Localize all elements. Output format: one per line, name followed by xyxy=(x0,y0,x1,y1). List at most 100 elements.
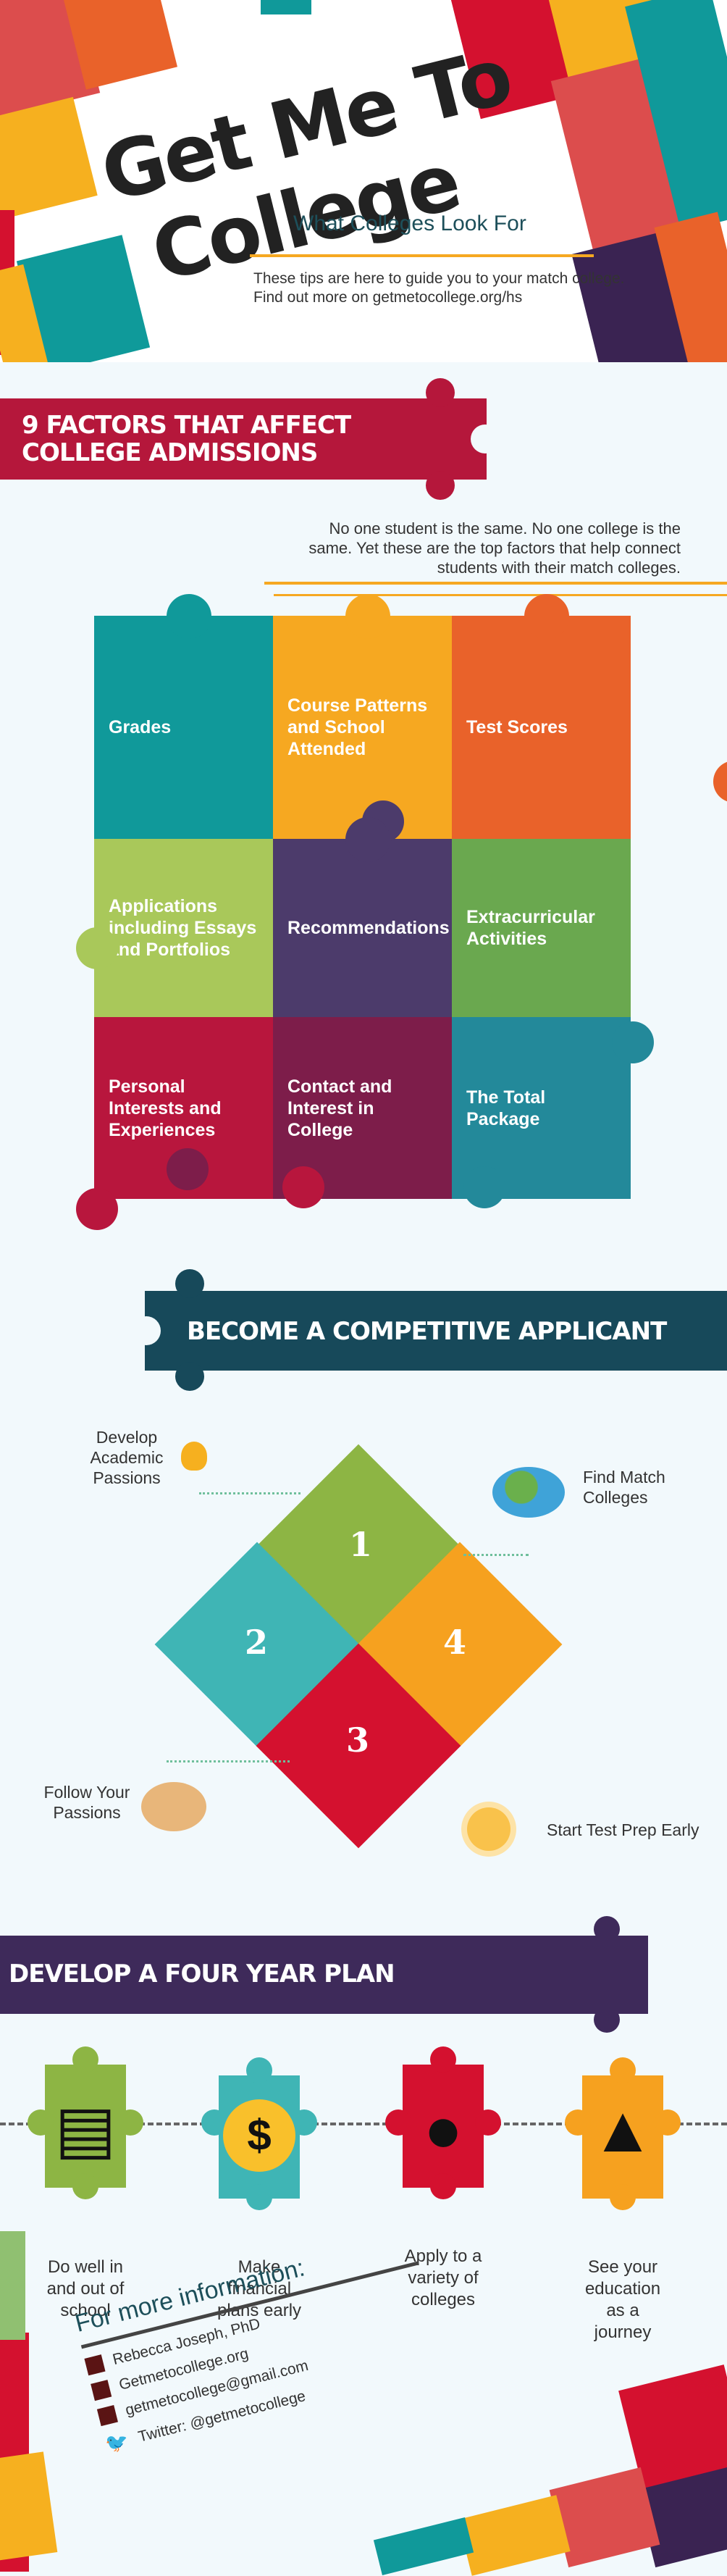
puzzle-knob xyxy=(426,471,455,500)
factor-label: Extracurricular Activities xyxy=(466,907,595,949)
factor-label: Test Scores xyxy=(466,717,568,737)
factor-label: Personal Interests and Experiences xyxy=(109,1076,222,1140)
factors-banner-line-1: 9 Factors That Affect xyxy=(22,411,351,440)
puzzle-bullet-icon xyxy=(84,2354,106,2376)
factor-4: Applications including Essays and Portfo… xyxy=(94,839,273,1017)
puzzle-knob xyxy=(655,2109,681,2136)
puzzle-knob xyxy=(385,2109,411,2136)
connector xyxy=(167,1760,290,1762)
puzzle-piece xyxy=(458,2495,571,2576)
puzzle-piece xyxy=(373,2517,474,2575)
puzzle-knob xyxy=(430,2046,456,2073)
plan-banner xyxy=(0,1936,648,2014)
puzzle-piece xyxy=(0,2451,58,2562)
puzzle-knob xyxy=(117,2109,143,2136)
divider xyxy=(264,582,727,585)
factor-6: Extracurricular Activities xyxy=(452,839,631,1017)
books-icon: ▤ xyxy=(54,2094,117,2166)
factor-label: Contact and Interest in College xyxy=(287,1076,392,1140)
factor-label: Applications including Essays and Portfo… xyxy=(109,896,257,960)
divider xyxy=(250,254,594,257)
puzzle-knob xyxy=(524,594,569,639)
factor-2: Course Patterns and School Attended xyxy=(273,616,452,839)
factor-label: Recommendations xyxy=(287,918,450,938)
puzzle-knob xyxy=(76,927,118,969)
subtitle: What Colleges Look For xyxy=(293,212,526,235)
step-number: 2 xyxy=(245,1623,269,1662)
lightbulb-icon xyxy=(181,1442,207,1471)
puzzle-piece xyxy=(0,96,98,222)
factor-label: Course Patterns and School Attended xyxy=(287,695,428,759)
factors-banner-line-2: College Admissions xyxy=(22,438,318,467)
connector xyxy=(199,1492,301,1494)
plan-banner-text: Develop a Four Year Plan xyxy=(9,1960,395,1989)
tips-line-1: These tips are here to guide you to your… xyxy=(253,270,625,287)
puzzle-notch xyxy=(132,1316,161,1345)
step-number: 4 xyxy=(443,1623,467,1662)
factor-label: Grades xyxy=(109,717,172,737)
puzzle-knob xyxy=(345,817,390,862)
puzzle-knob xyxy=(175,1269,204,1298)
puzzle-knob xyxy=(594,2007,620,2033)
puzzle-knob xyxy=(282,1166,324,1208)
divider xyxy=(274,594,727,596)
step-number: 1 xyxy=(349,1525,373,1564)
puzzle-bullet-icon xyxy=(96,2405,118,2427)
factor-3: Test Scores xyxy=(452,616,631,839)
palette-icon xyxy=(141,1782,206,1831)
globe-icon: ● xyxy=(423,2094,463,2166)
competitive-banner-text: Become a Competitive Applicant xyxy=(187,1317,667,1346)
factors-grid: Grades Course Patterns and School Attende… xyxy=(76,594,727,1230)
puzzle-knob xyxy=(28,2109,54,2136)
connector xyxy=(463,1554,529,1556)
puzzle-knob xyxy=(610,2057,636,2083)
puzzle-piece xyxy=(0,2231,25,2340)
puzzle-knob xyxy=(475,2109,501,2136)
graduate-icon: ▲ xyxy=(590,2094,655,2166)
plan-piece xyxy=(45,2065,126,2188)
step-number: 3 xyxy=(346,1720,370,1760)
puzzle-knob xyxy=(426,378,455,407)
puzzle-knob xyxy=(167,1148,209,1190)
puzzle-knob xyxy=(565,2109,591,2136)
puzzle-knob xyxy=(72,2046,98,2073)
puzzle-knob xyxy=(291,2109,317,2136)
puzzle-knob xyxy=(167,594,211,639)
plan-steps: ▤Do well in and out of school$Make finan… xyxy=(0,2046,727,2342)
plan-piece xyxy=(582,2075,663,2199)
puzzle-knob xyxy=(594,1916,620,1942)
puzzle-knob xyxy=(430,2173,456,2199)
puzzle-knob xyxy=(463,1166,505,1208)
sun-icon xyxy=(467,1807,510,1851)
factors-intro: No one student is the same. No one colle… xyxy=(308,519,681,577)
label-follow: Follow Your Passions xyxy=(43,1783,130,1822)
puzzle-knob xyxy=(246,2184,272,2210)
factors-banner: 9 Factors That Affect College Admissions xyxy=(0,398,487,480)
puzzle-knob xyxy=(612,1021,654,1063)
puzzle-knob xyxy=(713,761,727,803)
puzzle-knob xyxy=(610,2184,636,2210)
puzzle-knob xyxy=(76,1188,118,1230)
header: Get Me To College What Colleges Look For… xyxy=(0,0,727,362)
label-prep: Start Test Prep Early xyxy=(547,1820,699,1839)
plan-step-label: Do well in and out of school xyxy=(46,2257,125,2320)
puzzle-knob xyxy=(175,1362,204,1391)
puzzle-bullet-icon xyxy=(91,2380,112,2401)
competitive-banner xyxy=(145,1291,727,1371)
tips-line-2: Find out more on getmetocollege.org/hs xyxy=(253,289,523,306)
factor-1: Grades xyxy=(94,616,273,839)
puzzle-notch xyxy=(471,425,500,453)
globe-icon xyxy=(492,1467,565,1518)
factor-5: Recommendations xyxy=(273,839,452,1017)
puzzle-knob xyxy=(72,2173,98,2199)
puzzle-knob xyxy=(246,2057,272,2083)
puzzle-knob xyxy=(345,594,390,639)
plan-piece xyxy=(403,2065,484,2188)
puzzle-piece xyxy=(261,0,311,14)
factor-7: Personal Interests and Experiences xyxy=(94,1017,273,1199)
timeline xyxy=(0,2123,727,2125)
label-develop: Develop Academic Passions xyxy=(90,1428,164,1487)
factor-label: The Total Package xyxy=(466,1087,546,1129)
dollar-icon: $ xyxy=(223,2099,295,2172)
label-match: Find Match Colleges xyxy=(583,1468,665,1507)
